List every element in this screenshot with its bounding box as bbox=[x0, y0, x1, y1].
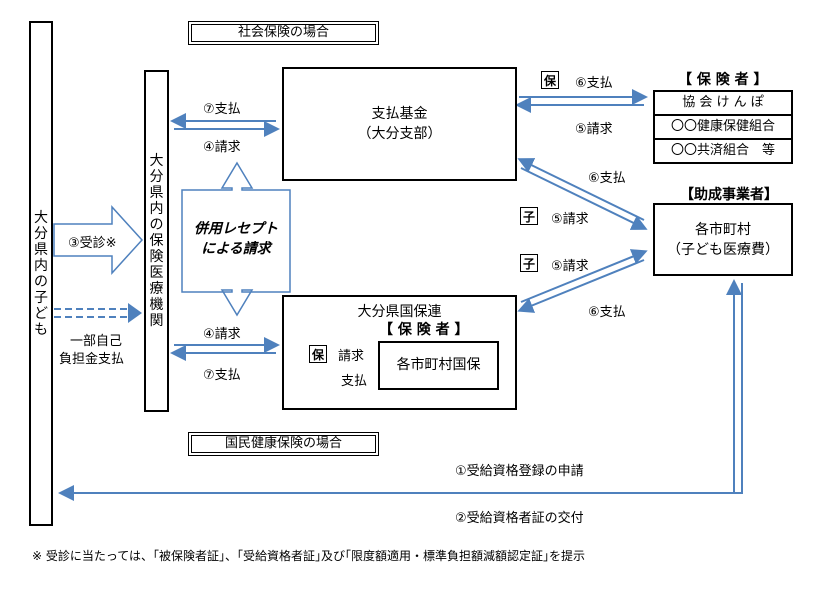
vertical-char: 険 bbox=[149, 249, 164, 265]
issue2-label: ②受給資格者証の交付 bbox=[455, 511, 584, 526]
kokuho-federation-label: 大分県国保連 bbox=[357, 304, 442, 320]
inner-pay-label: 支払 bbox=[341, 374, 368, 389]
vertical-char: の bbox=[34, 273, 48, 290]
inner-claim-label: 請求 bbox=[338, 349, 365, 364]
pay6-municipality-bottom-label: ⑥支払 bbox=[588, 305, 626, 320]
fund-branch: （大分支部） bbox=[357, 126, 442, 142]
insurer-list: 協 会 け ん ぽ 〇〇健康保健組合 〇〇共済組合 等 bbox=[653, 90, 793, 164]
vertical-char: 医 bbox=[149, 265, 164, 281]
fund-name: 支払基金 bbox=[371, 106, 428, 122]
vertical-char: 子 bbox=[34, 289, 48, 306]
vertical-char: も bbox=[34, 321, 48, 338]
municipality-note: （子ども医療費） bbox=[667, 241, 779, 258]
footnote: ※ 受診に当たっては、｢被保険者証｣、｢受給資格者証｣及び｢限度額適用・標準負担… bbox=[32, 549, 586, 563]
combined-receipt-label: 併用レセプト による請求 bbox=[194, 221, 278, 257]
national-health-header: 国民健康保険の場合 bbox=[188, 432, 379, 456]
claim4-top-label: ④請求 bbox=[203, 140, 241, 155]
pay6-municipality-top-label: ⑥支払 bbox=[588, 171, 626, 186]
copay-label-line2: 負担金支払 bbox=[59, 352, 125, 367]
insurer-item: 〇〇共済組合 等 bbox=[670, 143, 775, 158]
pay6-insurer-label: ⑥支払 bbox=[575, 76, 613, 91]
vertical-char: 分 bbox=[34, 225, 48, 242]
insurer-group-label: 【 保 険 者 】 bbox=[678, 72, 768, 88]
vertical-char: 内 bbox=[149, 201, 164, 217]
vertical-char: 県 bbox=[34, 241, 48, 258]
arrow-claim5-municipality-bottom bbox=[520, 249, 648, 303]
tag-ho-kokuho: 保 bbox=[309, 345, 327, 363]
copay-label-line1: 一部自己 bbox=[70, 334, 123, 349]
claim5-insurer-label: ⑤請求 bbox=[575, 122, 613, 137]
vertical-char: 機 bbox=[149, 297, 164, 313]
child-label: 大分県内の子ども bbox=[34, 210, 48, 338]
subsidy-label: 【助成事業者】 bbox=[680, 187, 778, 203]
tag-ko-bottom: 子 bbox=[520, 254, 538, 272]
social-insurance-header: 社会保険の場合 bbox=[188, 21, 379, 45]
pay7-bottom-label: ⑦支払 bbox=[203, 368, 241, 383]
child-box: 大分県内の子ども bbox=[29, 21, 53, 526]
consult-label: ③受診※ bbox=[68, 236, 117, 251]
arrow-consult bbox=[53, 205, 144, 275]
claim5-municipality-top-label: ⑤請求 bbox=[551, 212, 589, 227]
vertical-char: 関 bbox=[149, 313, 164, 329]
tag-ho-insurer: 保 bbox=[541, 71, 559, 89]
insurer-item: 〇〇健康保健組合 bbox=[655, 116, 791, 140]
vertical-char: 内 bbox=[34, 257, 48, 274]
arrow-copay bbox=[54, 308, 128, 318]
vertical-char: 県 bbox=[149, 185, 164, 201]
tag-ko-top: 子 bbox=[520, 207, 538, 225]
medical-institution-box: 大分県内の保険医療機関 bbox=[144, 70, 169, 412]
combined-receipt-arrow bbox=[181, 161, 291, 317]
claim5-municipality-bottom-label: ⑤請求 bbox=[551, 259, 589, 274]
vertical-char: ど bbox=[34, 305, 48, 322]
arrow-pay6-municipality-bottom bbox=[517, 259, 645, 313]
vertical-char: 分 bbox=[149, 169, 164, 185]
municipality-box: 各市町村 （子ども医療費） bbox=[653, 203, 793, 276]
municipality-name: 各市町村 bbox=[695, 221, 751, 238]
fund-box: 支払基金 （大分支部） bbox=[282, 67, 517, 181]
vertical-char: 大 bbox=[149, 153, 164, 169]
claim4-bottom-label: ④請求 bbox=[203, 327, 241, 342]
arrow-claim5-municipality-top bbox=[520, 167, 648, 230]
vertical-char: 保 bbox=[149, 233, 164, 249]
apply1-label: ①受給資格登録の申請 bbox=[455, 464, 584, 479]
arrow-pay6-municipality-top bbox=[517, 158, 645, 221]
pay7-top-label: ⑦支払 bbox=[203, 102, 241, 117]
medical-institution-label: 大分県内の保険医療機関 bbox=[150, 153, 164, 329]
municipal-insurer-label: 【 保 険 者 】 bbox=[379, 322, 469, 338]
municipal-kokuho-box: 各市町村国保 bbox=[378, 341, 499, 390]
vertical-char: 大 bbox=[34, 209, 48, 226]
arrow-issue2 bbox=[58, 283, 743, 501]
insurer-item: 協 会 け ん ぽ bbox=[655, 92, 791, 116]
vertical-char: の bbox=[149, 217, 164, 233]
vertical-char: 療 bbox=[149, 281, 164, 297]
